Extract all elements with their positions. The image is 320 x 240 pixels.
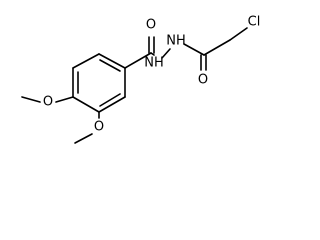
- ring-bond-top-right: [98, 53, 126, 69]
- ring-double-bond-top-right: [99, 59, 121, 72]
- methoxy-3-methyl-bond: [74, 133, 93, 144]
- methoxy-4-methyl-bond: [21, 96, 41, 103]
- ring-to-carbonyl-bond: [124, 52, 152, 69]
- benzene-ring: [72, 53, 126, 113]
- methoxy-oxygen-3-label: O: [94, 120, 104, 135]
- ring-bond-bottom-left: [72, 96, 100, 113]
- methoxy-oxygen-4-label: O: [43, 95, 53, 110]
- ring-to-methoxy-4-bond: [55, 96, 74, 103]
- hydrazide-nh-1-label: NH: [144, 56, 164, 71]
- carbonyl-oxygen-left-label: O: [146, 18, 156, 33]
- hydrazide-nh-2-label: NH: [166, 34, 186, 49]
- ring-bond-bottom-right: [98, 96, 126, 113]
- carbonyl-to-nh-bond: [150, 52, 155, 56]
- ring-bond-top-left: [72, 53, 100, 69]
- ch2-to-cl-bond: [229, 27, 248, 41]
- ring-double-bond-bottom-right: [99, 93, 121, 107]
- nh-nh-bond: [161, 48, 171, 59]
- carbonyl-to-ch2-bond: [203, 39, 231, 56]
- nh-to-carbonyl-bond: [183, 43, 205, 56]
- molecule-canvas: O NH NH O Cl O O: [21, 15, 261, 144]
- carbonyl-oxygen-right-label: O: [198, 73, 208, 88]
- molecule-structure: O NH NH O Cl O O: [21, 15, 261, 144]
- chlorine-label: Cl: [248, 15, 261, 30]
